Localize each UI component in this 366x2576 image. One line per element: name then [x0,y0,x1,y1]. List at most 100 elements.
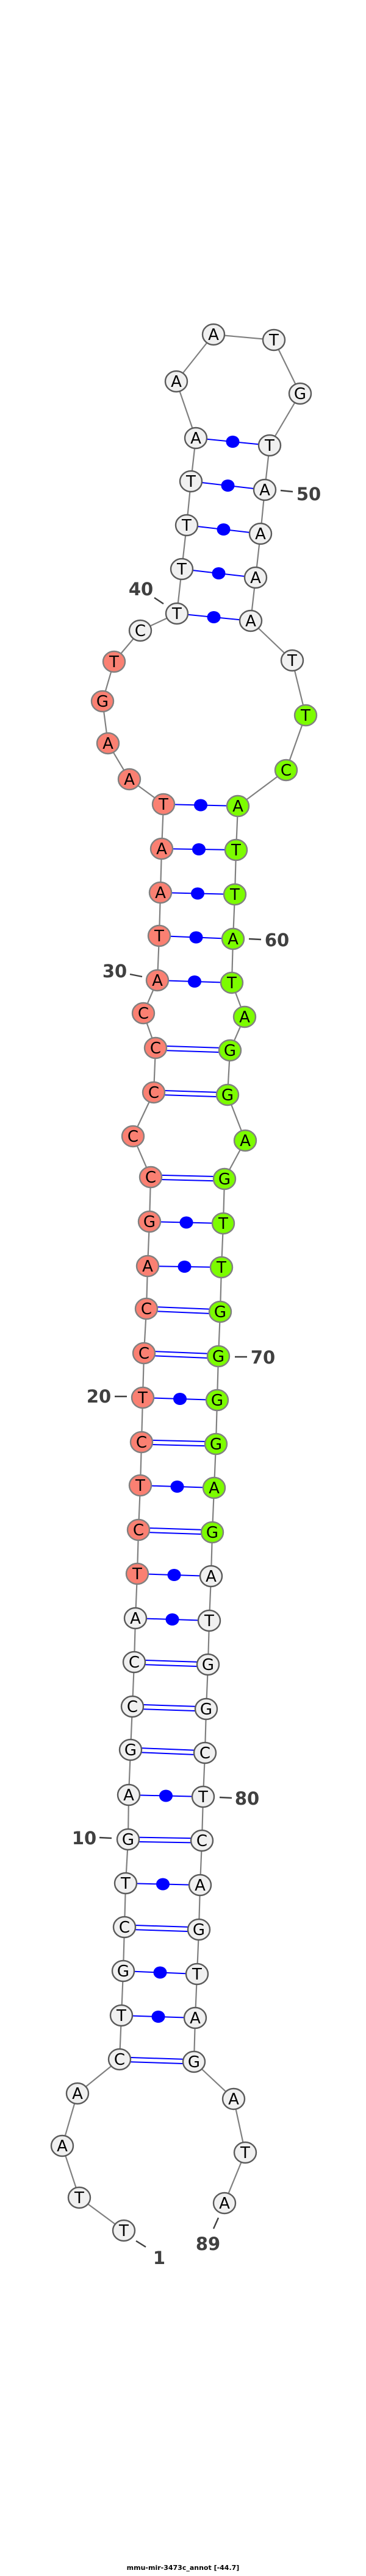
nucleotide-3: A [50,2134,74,2157]
position-label-1: 1 [135,2240,165,2268]
position-label-10: 10 [72,1828,112,1849]
pair-bond-line [132,1708,206,1712]
nucleotide-letter: C [150,1039,161,1058]
nucleotide-letter: A [190,2009,201,2028]
nucleotide-58: T [224,838,248,862]
label-tick [129,973,143,978]
nucleotide-circle [212,2192,237,2215]
position-label-70: 70 [235,1347,275,1368]
pair-dot [159,1789,173,1802]
nucleotide-letter: T [231,841,241,860]
pair-dot [188,975,201,988]
nucleotide-letter: G [218,1170,231,1189]
pair-bond-line [143,1354,218,1359]
nucleotide-77: G [196,1653,220,1676]
pair-dot [173,1393,187,1405]
position-label-40: 40 [129,579,164,604]
nucleotide-circle [183,2006,207,2029]
nucleotide-circle [182,2050,206,2073]
nucleotide-65: A [233,1129,257,1152]
label-text: 30 [102,961,127,982]
label-tick [212,2217,220,2229]
nucleotide-letter: C [148,1084,159,1102]
nucleotide-letter: C [127,1698,138,1716]
nucleotide-74: G [200,1521,224,1544]
nucleotide-circle [188,1874,212,1897]
pair-bond-line [127,1841,202,1844]
nucleotide-72: G [204,1432,228,1456]
pair-dot [151,2011,165,2023]
nucleotide-circle [202,1476,226,1499]
base-pair [147,1261,222,1273]
base-pair [135,1613,210,1626]
label-text: 89 [196,2234,220,2254]
nucleotide-circle [209,1256,234,1279]
nucleotide-circle [193,1741,217,1764]
nucleotide-78: G [194,1697,218,1721]
nucleotide-81: C [190,1829,214,1852]
nucleotide-letter: A [72,2085,83,2103]
nucleotide-circle [204,1432,228,1456]
nucleotide-67: T [211,1212,235,1235]
nucleotide-circle [288,382,312,405]
pair-bond-line [124,1924,199,1928]
nucleotide-letter: G [224,1042,236,1060]
position-label-80: 80 [219,1788,259,1809]
pair-dot [167,1569,181,1581]
nucleotide-circle [280,649,304,672]
nucleotide-circle [197,1609,221,1632]
pair-bond-line [138,1527,213,1531]
base-pair [141,1439,217,1447]
nucleotide-29: C [131,1002,156,1025]
nucleotide-letter: G [221,1086,234,1105]
nucleotide-circle [190,1829,214,1852]
nucleotide-37: G [90,690,115,713]
nucleotide-circle [128,1474,152,1497]
nucleotide-circle [201,323,226,346]
nucleotide-80: T [191,1785,215,1808]
nucleotide-letter: G [96,693,109,711]
nucleotide-letter: A [228,930,239,949]
nucleotide-letter: C [138,1345,149,1363]
base-pair [181,567,256,579]
nucleotide-57: A [226,794,250,818]
nucleotide-letter: C [141,1300,152,1318]
nucleotide-1: T [112,2219,136,2242]
nucleotide-83: G [187,1918,211,1941]
nucleotide-letter: T [135,1477,145,1495]
label-text: 80 [235,1788,259,1809]
nucleotide-45: A [164,370,188,393]
nucleotide-circle [293,704,318,727]
nucleotide-circle [220,971,244,994]
pair-bond-line [138,1531,212,1535]
base-pair [161,843,237,855]
pair-dot [194,799,207,812]
nucleotide-letter: T [300,707,310,725]
nucleotide-circle [121,1125,145,1148]
nucleotide-13: C [120,1695,145,1718]
nucleotide-circle [200,1521,224,1544]
nucleotide-41: T [170,557,194,581]
nucleotide-circle [248,522,273,545]
base-pair [127,1836,203,1844]
nucleotide-circle [149,837,174,860]
nucleotide-39: C [128,619,152,642]
nucleotide-circle [112,2219,136,2242]
nucleotide-letter: C [127,1128,138,1146]
pair-bond-line [155,1049,230,1053]
base-pair [119,2056,195,2065]
pair-bond-line [156,1045,231,1049]
nucleotide-letter: T [176,561,187,579]
nucleotide-79: C [193,1741,217,1764]
nucleotide-letter: T [171,605,182,623]
pair-dot [192,843,206,855]
nucleotide-letter: G [188,2053,200,2072]
nucleotide-letter: T [158,796,168,814]
nucleotide-28: C [143,1036,168,1060]
nucleotide-letter: A [190,430,201,448]
nucleotide-letter: A [124,771,135,789]
label-tick [219,1796,232,1799]
nucleotide-60: A [221,927,245,950]
